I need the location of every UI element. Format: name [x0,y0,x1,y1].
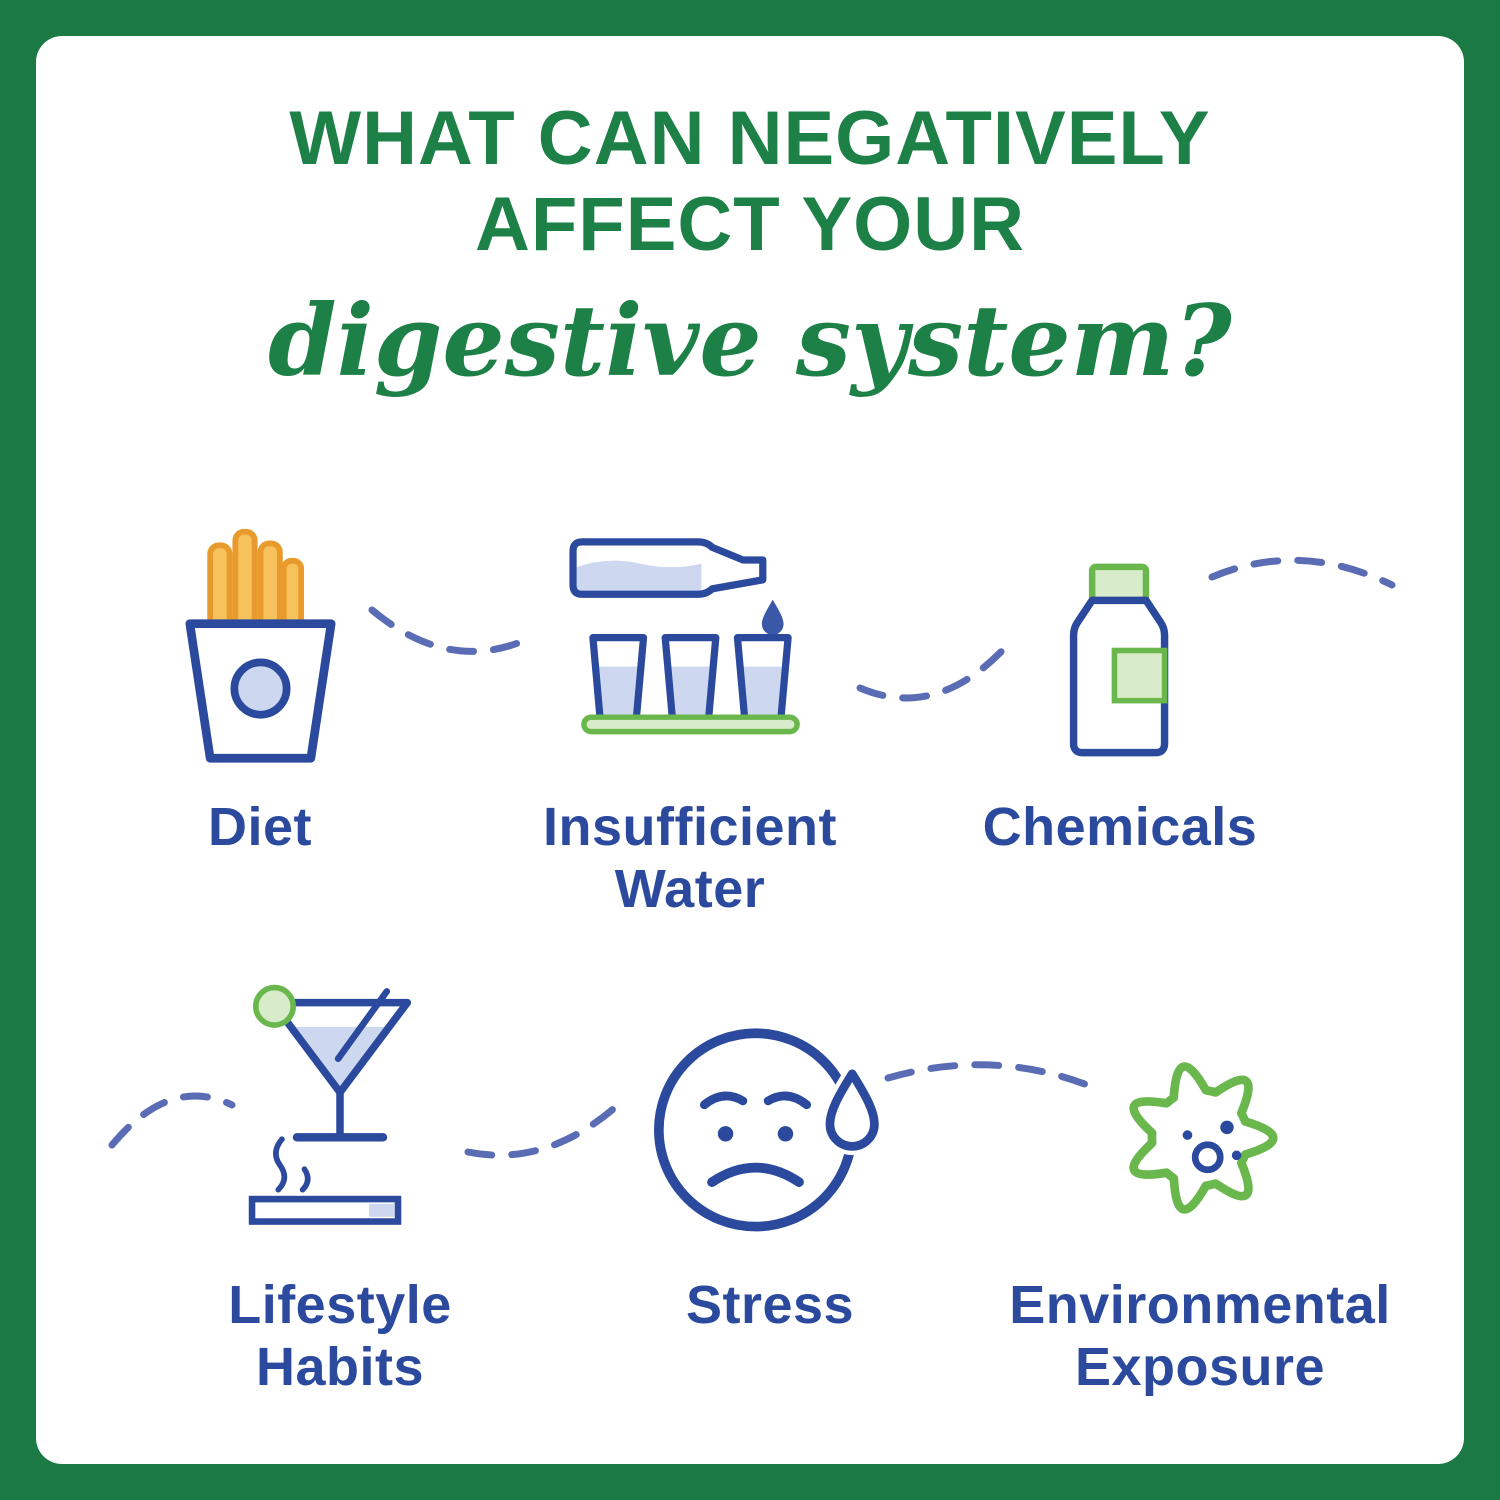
item-lifestyle-habits: Lifestyle Habits [170,962,510,1398]
item-label-insufficient-water: Insufficient Water [542,797,837,920]
page-title-line1: WHAT CAN NEGATIVELY [289,96,1211,181]
pill-bottle-icon [1069,563,1169,757]
page-title-line2: AFFECT YOUR [474,181,1026,267]
page-title-script: digestive system? [268,283,1232,399]
item-environmental-exposure: Environmental Exposure [970,962,1430,1398]
germ-icon [1129,1062,1278,1214]
item-stress: Stress [600,962,940,1336]
item-label-lifestyle-habits: Lifestyle Habits [228,1275,452,1398]
item-chemicals: Chemicals [950,486,1290,858]
stressed-face-icon [654,1028,884,1232]
water-bottle-glasses-icon [568,538,800,735]
martini-cigarette-icon [248,984,412,1225]
item-label-chemicals: Chemicals [982,797,1258,857]
item-label-environmental-exposure: Environmental Exposure [1009,1275,1391,1398]
item-diet: Diet [110,486,410,858]
title-block: WHAT CAN NEGATIVELY AFFECT YOUR digestiv… [0,96,1500,399]
item-label-diet: Diet [207,797,312,857]
item-insufficient-water: Insufficient Water [510,486,870,920]
item-label-stress: Stress [685,1275,855,1335]
fries-icon [184,528,336,763]
